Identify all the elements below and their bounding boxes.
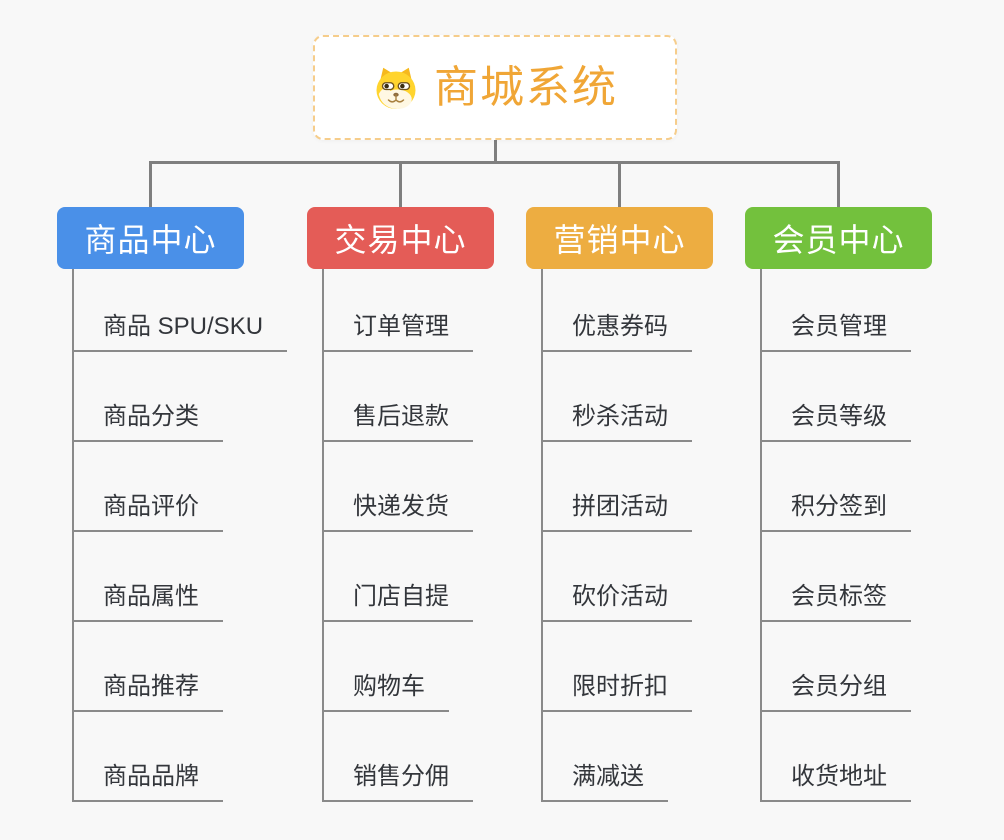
root-title: 商城系统 xyxy=(434,62,618,112)
subtopic-item[interactable]: 秒杀活动 xyxy=(541,403,692,442)
subtopic-item[interactable]: 商品 SPU/SKU xyxy=(72,313,288,352)
subtopic-row: 售后退款 xyxy=(322,352,562,442)
subtopic-item[interactable]: 限时折扣 xyxy=(541,673,692,712)
subtopic-item[interactable]: 会员分组 xyxy=(760,673,911,712)
subtopic-row: 商品评价 xyxy=(72,442,312,532)
connector-root-stub xyxy=(494,139,497,164)
subtopic-item[interactable]: 门店自提 xyxy=(322,583,473,622)
subtopic-row: 订单管理 xyxy=(322,262,562,352)
branch-column-member: 会员管理 会员等级 积分签到 会员标签 会员分组 收货地址 xyxy=(760,262,1000,802)
subtopic-item[interactable]: 商品属性 xyxy=(72,583,223,622)
branch-column-marketing: 优惠券码 秒杀活动 拼团活动 砍价活动 限时折扣 满减送 xyxy=(541,262,781,802)
subtopic-item[interactable]: 购物车 xyxy=(322,673,449,712)
root-node[interactable]: 商城系统 xyxy=(313,35,677,140)
subtopic-row: 积分签到 xyxy=(760,442,1000,532)
subtopic-row: 购物车 xyxy=(322,622,562,712)
connector-horizontal xyxy=(149,161,840,164)
subtopic-row: 商品属性 xyxy=(72,532,312,622)
subtopic-row: 销售分佣 xyxy=(322,712,562,802)
subtopic-row: 会员标签 xyxy=(760,532,1000,622)
branch-header-label: 交易中心 xyxy=(334,222,467,258)
subtopic-item[interactable]: 积分签到 xyxy=(760,493,911,532)
subtopic-row: 快递发货 xyxy=(322,442,562,532)
branch-header-label: 会员中心 xyxy=(772,222,905,258)
subtopic-item[interactable]: 优惠券码 xyxy=(541,313,692,352)
branch-header-trade[interactable]: 交易中心 xyxy=(307,207,494,269)
subtopic-row: 满减送 xyxy=(541,712,781,802)
subtopic-row: 商品品牌 xyxy=(72,712,312,802)
branch-header-product[interactable]: 商品中心 xyxy=(57,207,244,269)
subtopic-row: 商品推荐 xyxy=(72,622,312,712)
subtopic-item[interactable]: 会员管理 xyxy=(760,313,911,352)
connector-drop-member xyxy=(837,161,840,208)
subtopic-item[interactable]: 会员标签 xyxy=(760,583,911,622)
subtopic-item[interactable]: 商品评价 xyxy=(72,493,223,532)
connector-drop-trade xyxy=(399,161,402,208)
subtopic-row: 限时折扣 xyxy=(541,622,781,712)
subtopic-item[interactable]: 订单管理 xyxy=(322,313,473,352)
subtopic-item[interactable]: 拼团活动 xyxy=(541,493,692,532)
branch-header-label: 商品中心 xyxy=(84,222,217,258)
branch-header-marketing[interactable]: 营销中心 xyxy=(526,207,713,269)
subtopic-item[interactable]: 商品分类 xyxy=(72,403,223,442)
subtopic-item[interactable]: 快递发货 xyxy=(322,493,473,532)
branch-header-label: 营销中心 xyxy=(553,222,686,258)
subtopic-item[interactable]: 销售分佣 xyxy=(322,763,473,802)
subtopic-row: 秒杀活动 xyxy=(541,352,781,442)
subtopic-item[interactable]: 商品推荐 xyxy=(72,673,223,712)
subtopic-row: 会员等级 xyxy=(760,352,1000,442)
subtopic-row: 门店自提 xyxy=(322,532,562,622)
subtopic-row: 收货地址 xyxy=(760,712,1000,802)
subtopic-item[interactable]: 会员等级 xyxy=(760,403,911,442)
subtopic-item[interactable]: 售后退款 xyxy=(322,403,473,442)
subtopic-item[interactable]: 收货地址 xyxy=(760,763,911,802)
subtopic-item[interactable]: 商品品牌 xyxy=(72,763,223,802)
branch-header-member[interactable]: 会员中心 xyxy=(745,207,932,269)
subtopic-row: 优惠券码 xyxy=(541,262,781,352)
subtopic-row: 会员管理 xyxy=(760,262,1000,352)
subtopic-row: 商品 SPU/SKU xyxy=(72,262,312,352)
connector-drop-marketing xyxy=(618,161,621,208)
branch-column-product: 商品 SPU/SKU 商品分类 商品评价 商品属性 商品推荐 商品品牌 xyxy=(72,262,312,802)
subtopic-row: 拼团活动 xyxy=(541,442,781,532)
subtopic-row: 砍价活动 xyxy=(541,532,781,622)
subtopic-item[interactable]: 满减送 xyxy=(541,763,668,802)
branch-column-trade: 订单管理 售后退款 快递发货 门店自提 购物车 销售分佣 xyxy=(322,262,562,802)
subtopic-row: 商品分类 xyxy=(72,352,312,442)
subtopic-item[interactable]: 砍价活动 xyxy=(541,583,692,622)
subtopic-row: 会员分组 xyxy=(760,622,1000,712)
dog-icon xyxy=(376,67,416,109)
connector-drop-product xyxy=(149,161,152,208)
